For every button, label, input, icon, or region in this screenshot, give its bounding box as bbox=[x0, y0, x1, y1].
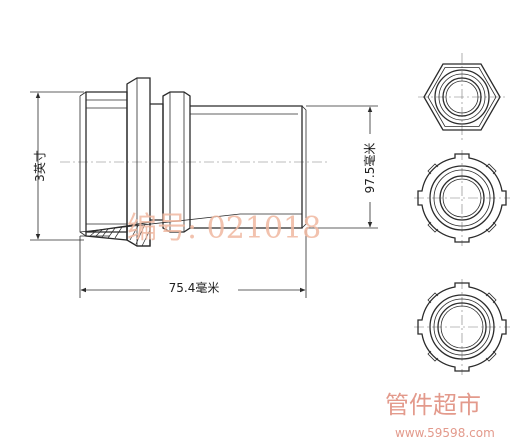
end-view-hex bbox=[418, 53, 506, 141]
dimension-length: 75.4毫米 bbox=[79, 230, 307, 298]
watermark-code: 编号: 021018 bbox=[127, 211, 321, 246]
side-view bbox=[60, 77, 330, 247]
dim-height-label: 3英寸 bbox=[33, 150, 47, 182]
watermark-brand: 管件超市 bbox=[385, 391, 481, 419]
barrel bbox=[190, 105, 303, 229]
dimension-diameter: 97.5毫米 bbox=[306, 105, 378, 229]
end-view-notched-ring-2 bbox=[414, 279, 510, 375]
dim-length-label: 75.4毫米 bbox=[169, 280, 220, 295]
end-view-notched-ring bbox=[414, 150, 510, 246]
bore-line bbox=[79, 213, 302, 233]
dimension-height: 3英寸 bbox=[30, 91, 84, 241]
section-hatch bbox=[85, 221, 151, 247]
dim-diameter-label: 97.5毫米 bbox=[362, 143, 377, 194]
watermark-url: www.59598.com bbox=[395, 426, 495, 440]
